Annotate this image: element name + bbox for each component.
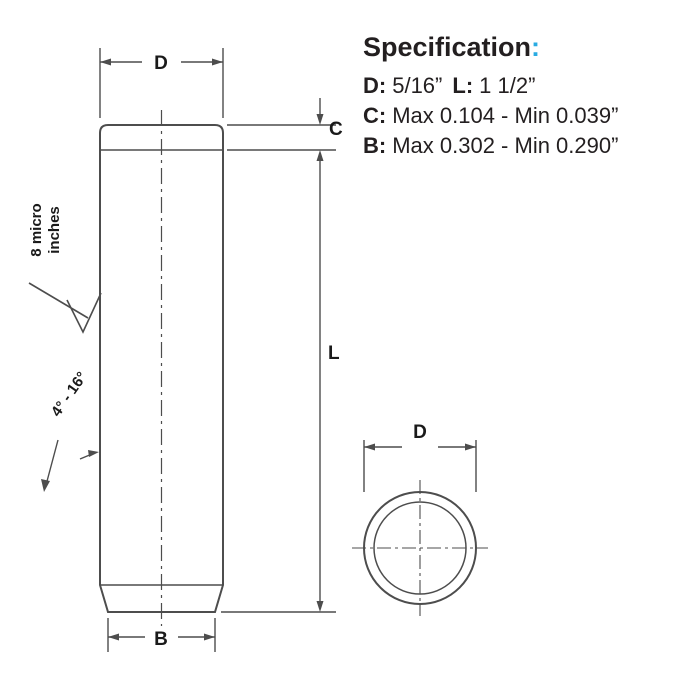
pin-outline [99,124,224,613]
surface-finish-callout: 8 micro inches [28,203,102,334]
label-mask [323,342,345,364]
arrowhead-right-icon [465,443,476,451]
specification-block: Specification: D:5/16” L:1 1/2” C:Max 0.1… [363,32,628,161]
dim-l-label: L [328,343,340,364]
dimension-l: L [221,150,345,613]
arrowhead-down-icon [316,114,324,125]
spec-c-label: C: [363,103,387,128]
specification-title-colon: : [531,32,541,62]
spec-b-label: B: [363,133,387,158]
spec-row-b: B:Max 0.302 - Min 0.290” [363,131,628,161]
spec-b-value: Max 0.302 - Min 0.290” [392,133,619,158]
arrowhead-icon [41,479,50,492]
dimension-d-top: D [99,48,224,118]
leader-line [28,282,89,319]
dim-d-end-label: D [413,422,427,443]
specification-title: Specification: [363,32,628,63]
dim-c-label: C [329,119,343,140]
arrowhead-up-icon [316,150,324,161]
arrowhead-down-icon [316,601,324,612]
pin-end-view [352,480,488,616]
dimension-d-end-view: D [363,422,477,492]
angle-leader-line [45,439,59,486]
spec-row-c: C:Max 0.104 - Min 0.039” [363,101,628,131]
spec-l-label: L: [452,73,474,98]
arrowhead-left-icon [364,443,375,451]
arrowhead-right-icon [212,58,223,66]
dimension-b: B [107,618,216,652]
spec-row-d-l: D:5/16” L:1 1/2” [363,71,628,101]
surface-finish-check-icon [66,292,102,334]
arrowhead-icon [88,450,99,457]
arrowhead-right-icon [204,633,215,641]
spec-l-value: 1 1/2” [479,73,536,98]
arrowhead-left-icon [100,58,111,66]
spec-c-value: Max 0.104 - Min 0.039” [392,103,619,128]
pin-side-view [99,110,224,626]
dim-b-label: B [154,629,168,650]
surface-finish-label-line1: 8 micro [28,203,45,256]
dimension-c: C [227,98,343,151]
arrowhead-left-icon [108,633,119,641]
specification-title-text: Specification [363,32,532,62]
surface-finish-label-line2: inches [46,206,63,254]
spec-d-value: 5/16” [392,73,443,98]
dim-d-top-label: D [154,53,168,74]
chamfer-angle-label: 4° - 16° [48,369,91,420]
chamfer-angle-callout: 4° - 16° [41,369,99,492]
spec-d-label: D: [363,73,387,98]
